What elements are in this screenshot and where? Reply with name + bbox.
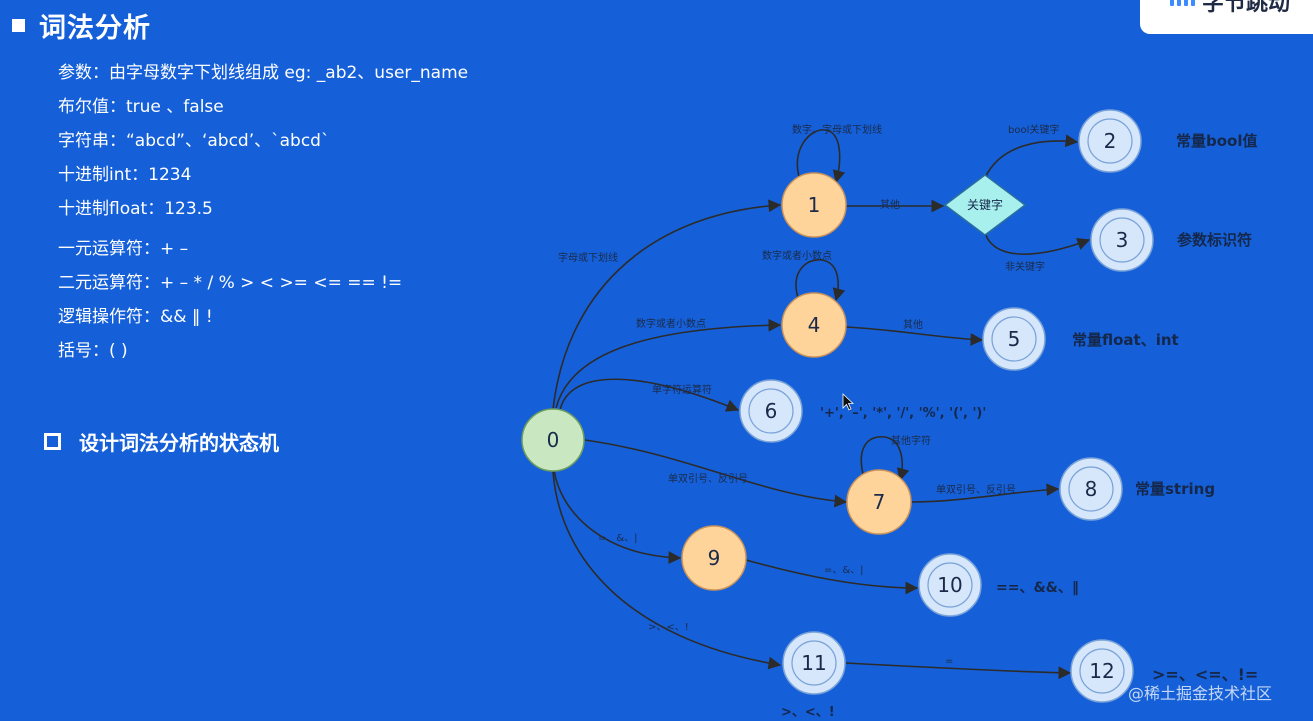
node-10: 10	[918, 553, 982, 617]
subtitle-row: 设计词法分析的状态机	[44, 427, 279, 456]
node-8: 8	[1059, 457, 1123, 521]
line-string: 字符串：“abcd”、‘abcd’、`abcd`	[58, 131, 330, 151]
edge-0-6	[559, 378, 740, 412]
svg-text:0: 0	[547, 428, 560, 452]
node-7: 7	[846, 469, 912, 535]
watermark: @稀土掘金技术社区	[1128, 684, 1273, 703]
node-12: 12	[1070, 639, 1134, 703]
node-4: 4	[781, 292, 847, 358]
edge-keyword-3	[984, 232, 1091, 255]
edge-label-4-5: 其他	[903, 318, 923, 331]
node-2: 2	[1078, 109, 1142, 173]
edge-4-loop	[795, 259, 846, 302]
edge-9-10	[745, 559, 919, 595]
svg-text:3: 3	[1116, 228, 1129, 252]
edge-keyword-2	[984, 134, 1079, 179]
node-1: 1	[781, 172, 847, 238]
edge-7-loop	[860, 435, 910, 482]
state-descriptions: 常量bool值 参数标识符 常量float、int '+', '–', '*',…	[781, 132, 1258, 720]
edge-0-11	[552, 471, 782, 670]
svg-text:8: 8	[1085, 477, 1098, 501]
line-logic: 逻辑操作符：&& ‖ !	[58, 307, 213, 327]
svg-text:11: 11	[801, 651, 826, 675]
edge-label-0-1: 字母或下划线	[558, 251, 618, 264]
mouse-cursor-icon	[842, 393, 855, 411]
svg-text:1: 1	[808, 193, 821, 217]
edge-label-9-10: =、&、|	[824, 565, 864, 576]
state-label-12: >=、<=、!=	[1152, 665, 1258, 684]
line-params: 参数：由字母数字下划线组成 eg: _ab2、user_name	[58, 63, 469, 83]
node-9: 9	[681, 525, 747, 591]
edge-label-11-12: =	[945, 656, 953, 667]
keyword-decision-label: 关键字	[967, 197, 1003, 212]
line-binary: 二元运算符：+ – * / % > < >= <= == !=	[58, 273, 403, 293]
edge-1-loop	[796, 129, 846, 184]
edge-label-0-6: 单字符运算符	[652, 383, 712, 396]
edge-label-0-4: 数字或者小数点	[636, 317, 706, 330]
edge-label-1-keyword: 其他	[880, 198, 900, 211]
node-0: 0	[521, 408, 585, 472]
edge-0-7	[584, 439, 848, 508]
edge-0-4	[555, 318, 782, 409]
svg-text:6: 6	[765, 399, 778, 423]
svg-text:9: 9	[708, 546, 721, 570]
state-label-6: '+', '–', '*', '/', '%', '(', ')'	[820, 406, 986, 421]
state-label-2: 常量bool值	[1176, 132, 1258, 150]
edge-4-5	[845, 326, 984, 346]
node-3: 3	[1090, 208, 1154, 272]
edge-label-0-7: 单双引号、反引号	[668, 473, 748, 485]
edge-label-keyword-2: bool关键字	[1008, 123, 1059, 136]
edge-label-keyword-3: 非关键字	[1005, 260, 1045, 273]
line-unary: 一元运算符：+ –	[58, 239, 189, 259]
line-int: 十进制int：1234	[58, 165, 192, 185]
edge-labels: 字母或下划线 数字、字母或下划线 其他 bool关键字 非关键字 数字或者小数点…	[558, 123, 1059, 667]
title-row: 词法分析	[12, 6, 151, 45]
logo: 字节跳动	[1140, 0, 1313, 34]
state-label-3: 参数标识符	[1177, 231, 1252, 249]
subtitle-bullet-icon	[44, 433, 61, 450]
edge-label-7-8: 单双引号、反引号	[936, 484, 1016, 496]
svg-text:10: 10	[937, 573, 962, 597]
node-6: 6	[739, 379, 803, 443]
keyword-decision: 关键字	[943, 174, 1027, 236]
logo-text: 字节跳动	[1202, 0, 1291, 16]
edge-label-0-11: >、<、!	[648, 622, 689, 633]
title-bullet-icon	[12, 19, 25, 32]
edges	[552, 129, 1091, 680]
logo-bars-icon	[1170, 0, 1196, 6]
edge-label-0-9: =、&、|	[598, 533, 638, 544]
edge-0-9	[553, 469, 682, 564]
line-float: 十进制float：123.5	[58, 199, 213, 219]
node-11: 11	[782, 631, 846, 695]
state-label-10: ==、&&、‖	[996, 580, 1079, 596]
svg-text:2: 2	[1104, 129, 1117, 153]
svg-text:4: 4	[808, 313, 821, 337]
edge-label-4-loop: 数字或者小数点	[762, 249, 832, 262]
svg-text:7: 7	[873, 490, 886, 514]
edge-0-1	[552, 199, 782, 411]
state-label-11: >、<、!	[781, 705, 835, 720]
svg-text:12: 12	[1089, 659, 1114, 683]
section-subtitle: 设计词法分析的状态机	[79, 431, 279, 455]
token-definitions: 参数：由字母数字下划线组成 eg: _ab2、user_name 布尔值：tru…	[58, 60, 468, 372]
state-label-8: 常量string	[1135, 480, 1215, 498]
svg-text:5: 5	[1008, 327, 1021, 351]
edge-7-8	[911, 483, 1060, 503]
page-title: 词法分析	[39, 13, 151, 44]
edge-label-7-loop: 其他字符	[891, 434, 931, 447]
edge-11-12	[845, 662, 1072, 680]
edge-label-1-loop: 数字、字母或下划线	[792, 123, 882, 136]
line-bool: 布尔值：true 、false	[58, 97, 224, 117]
line-brackets: 括号：( )	[58, 341, 128, 361]
node-5: 5	[982, 307, 1046, 371]
state-label-5: 常量float、int	[1072, 331, 1179, 349]
